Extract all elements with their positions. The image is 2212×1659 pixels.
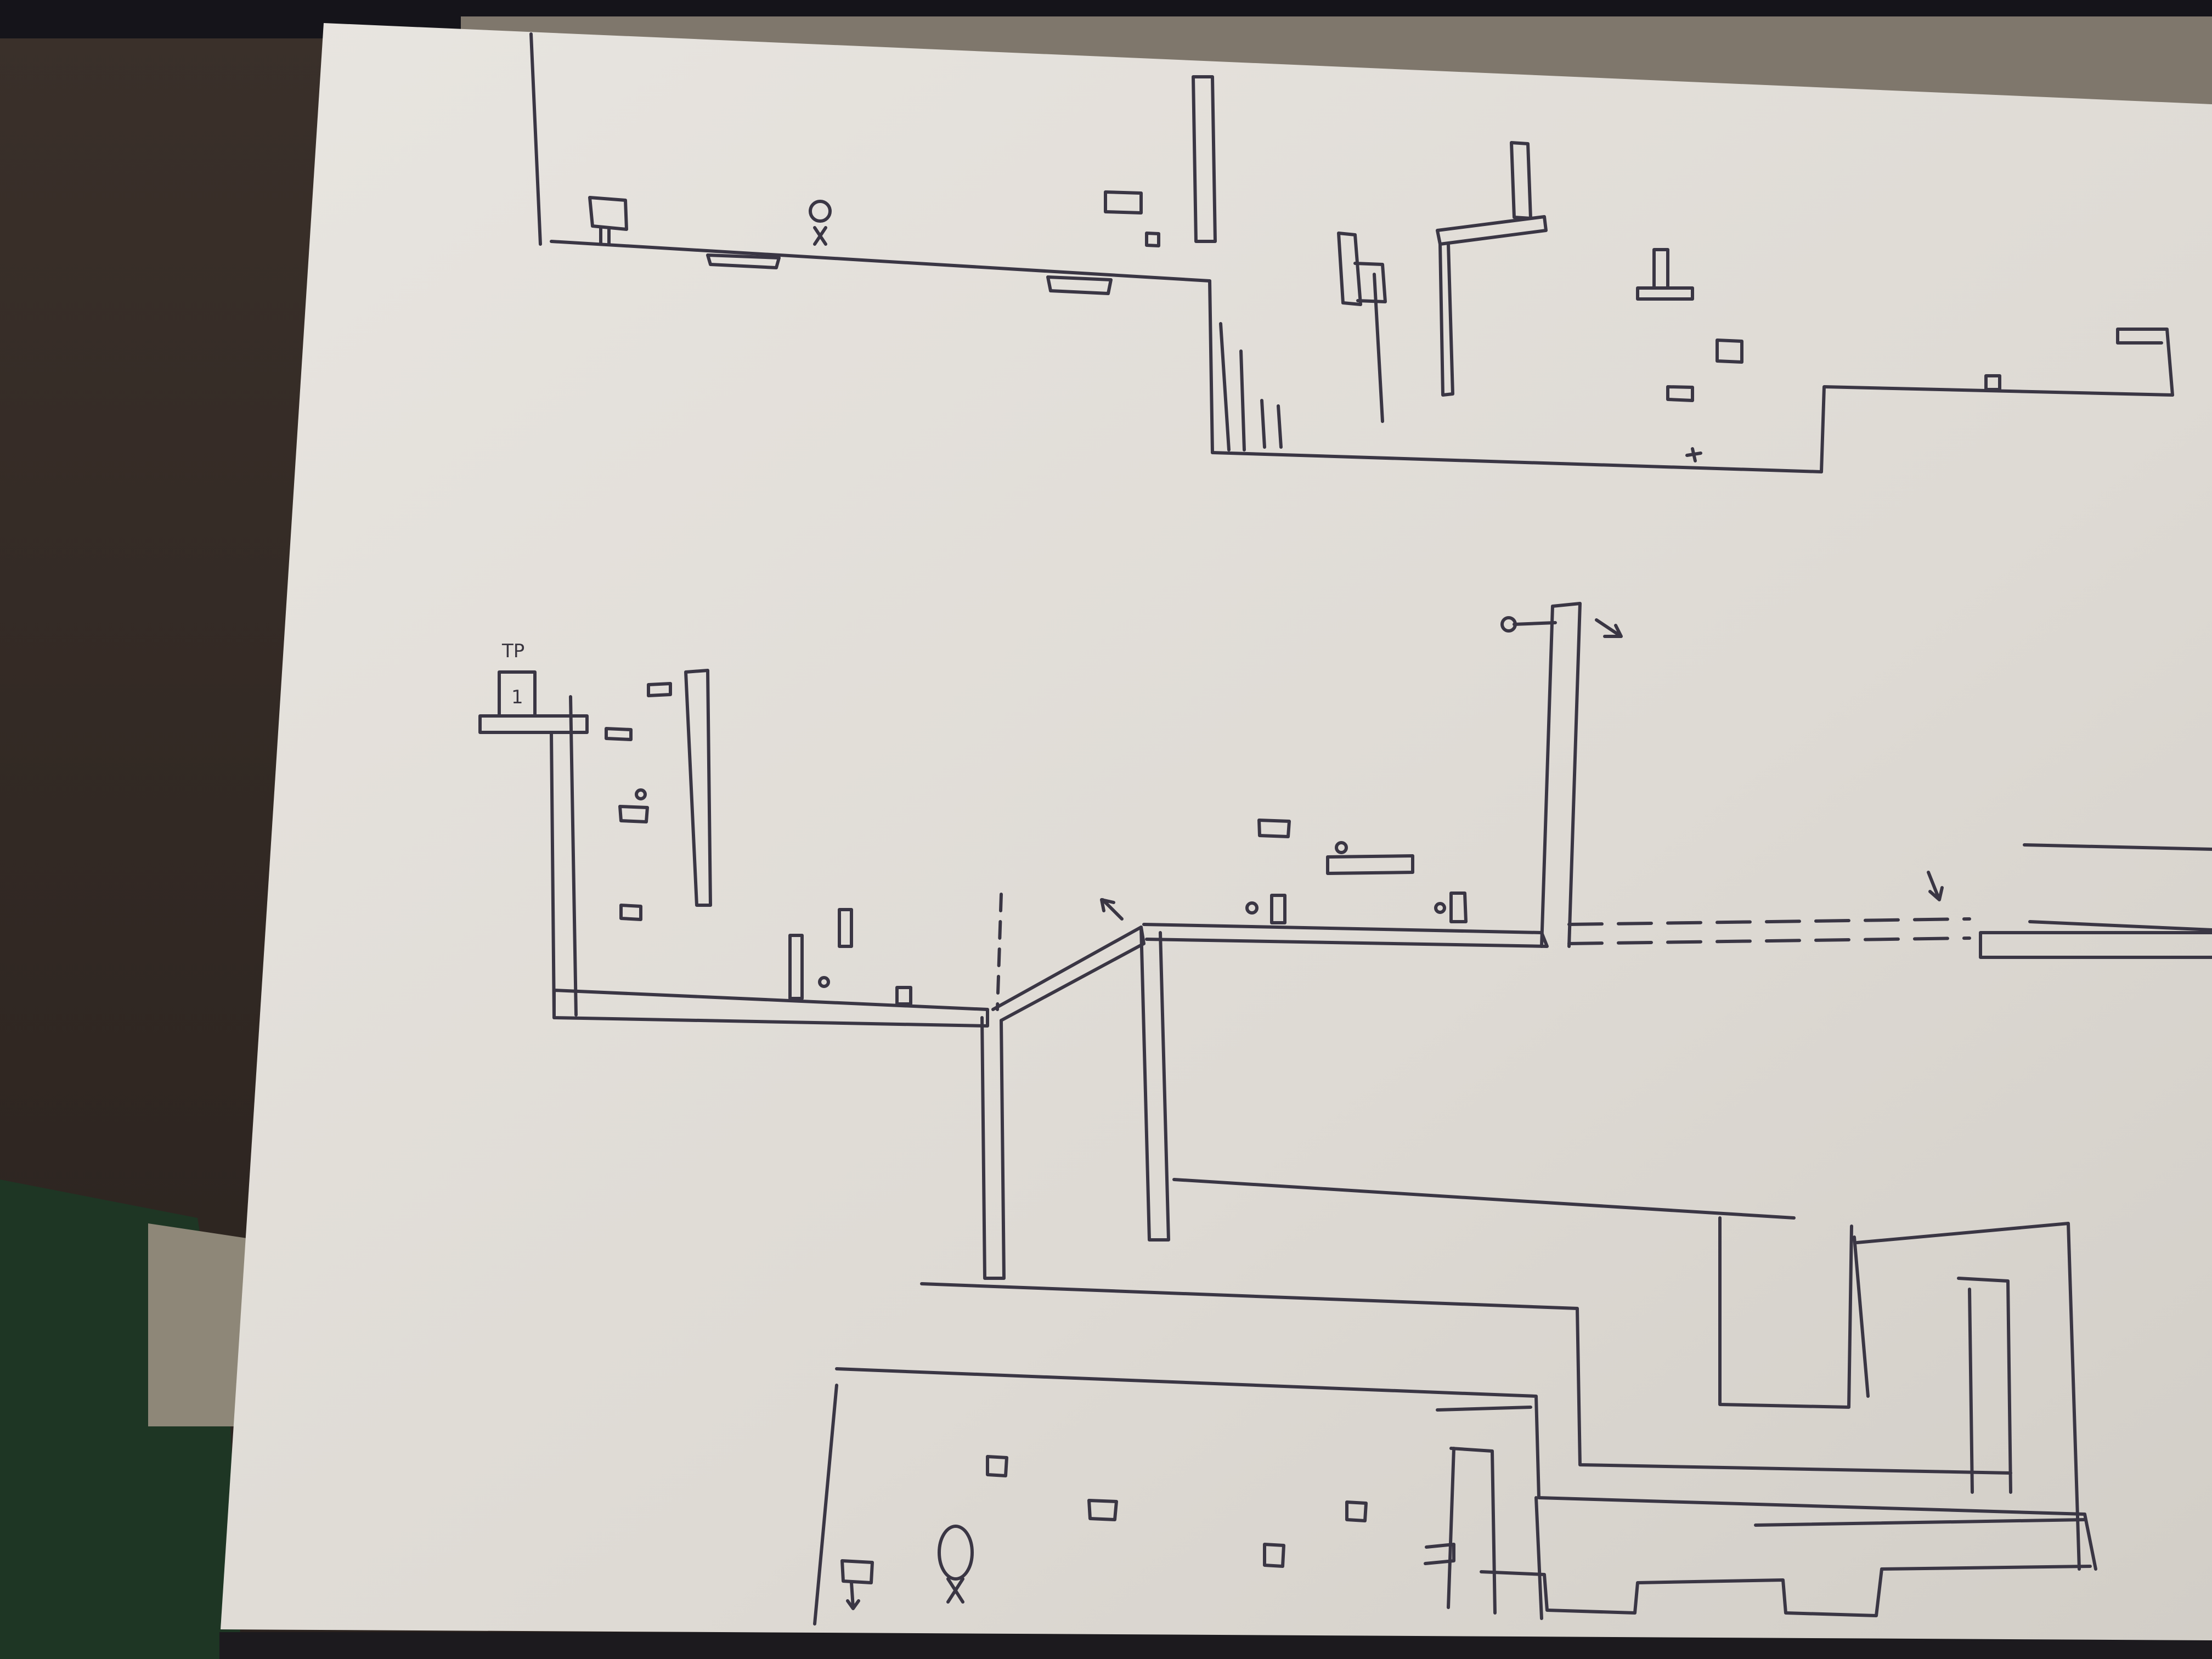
tp-box-number: 1 xyxy=(511,686,523,708)
tp-label: TP xyxy=(501,640,524,662)
paper-sheet xyxy=(221,23,2212,1640)
middle-pole-lever xyxy=(1514,623,1555,624)
